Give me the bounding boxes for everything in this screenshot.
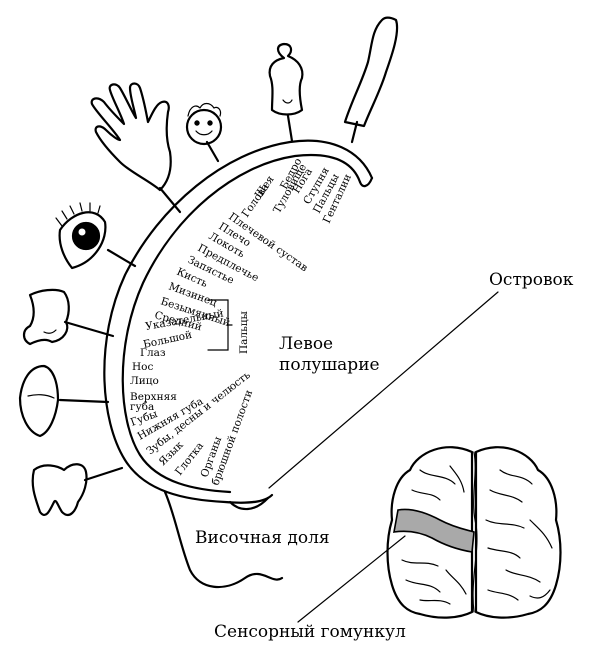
label-face: Лицо xyxy=(130,375,159,387)
fingers-bracket xyxy=(207,299,233,351)
insula-leader-line xyxy=(268,291,499,489)
cortex-end-cap xyxy=(358,176,374,188)
leg-icon xyxy=(343,16,399,128)
label-eye: Глаз xyxy=(140,347,166,359)
label-insula: Островок xyxy=(489,270,574,290)
label-hemisphere-1: Левое xyxy=(279,334,333,354)
label-upper-lip-2: губа xyxy=(130,401,154,413)
temporal-lobe-edge xyxy=(228,496,270,511)
label-upper-lip-1: Верхняя xyxy=(130,391,177,403)
label-sensory-homunculus: Сенсорный гомункул xyxy=(214,622,406,642)
label-nose: Нос xyxy=(132,361,153,373)
lips-icon xyxy=(18,364,60,438)
eye-icon xyxy=(55,202,107,270)
temporal-lobe-outline xyxy=(163,490,284,589)
brain-icon xyxy=(386,446,562,619)
label-temporal-lobe: Височная доля xyxy=(195,528,330,548)
head-icon xyxy=(185,102,223,146)
label-head: Голова xyxy=(240,181,272,219)
label-fingers: Пальцы xyxy=(238,311,250,354)
homunculus-leader-line xyxy=(297,535,406,623)
cortex-inner-arc xyxy=(121,153,362,494)
hand-icon xyxy=(90,82,172,192)
icon-stems xyxy=(58,114,359,482)
sensory-cortex-highlight xyxy=(393,508,475,553)
nose-icon xyxy=(22,288,70,346)
label-hemisphere-2: полушарие xyxy=(279,355,380,375)
torso-icon xyxy=(268,42,304,116)
tooth-icon xyxy=(31,463,88,517)
